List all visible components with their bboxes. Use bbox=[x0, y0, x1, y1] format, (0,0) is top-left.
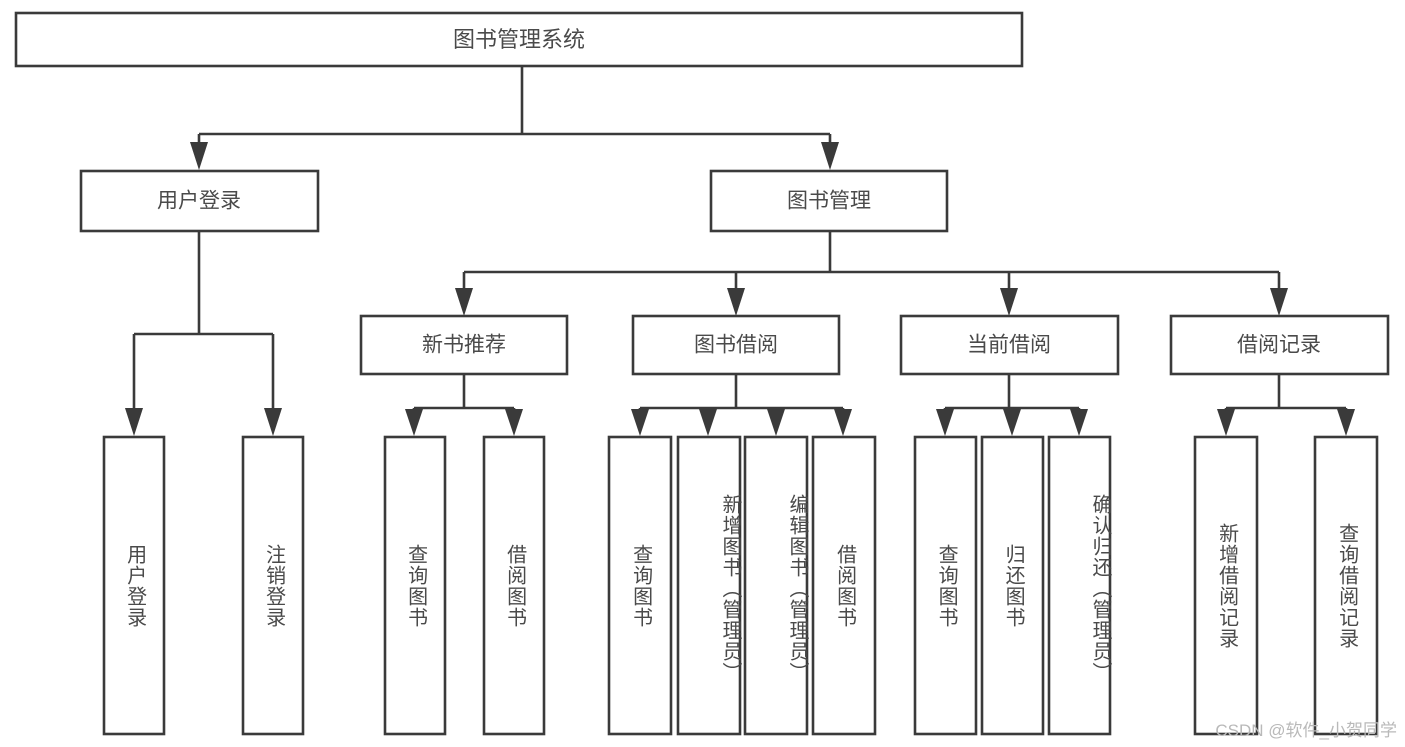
arrowhead-bookmgmt bbox=[821, 142, 839, 170]
arrowhead-borrowrecord-leaf-2 bbox=[1337, 409, 1355, 436]
connector-layer bbox=[125, 66, 1355, 436]
node-user-login[interactable]: 用户登录 bbox=[79, 169, 320, 233]
node-book-management-box[interactable] bbox=[709, 169, 949, 233]
node-current-borrow[interactable]: 当前借阅 bbox=[899, 314, 1120, 376]
leaf-box-query-book-recommend[interactable] bbox=[383, 435, 447, 736]
arrowhead-newbook-leaf-2 bbox=[505, 409, 523, 436]
leaf-box-query-borrow-record[interactable] bbox=[1313, 435, 1379, 736]
arrowhead-borrowrecord-leaf-1 bbox=[1217, 409, 1235, 436]
node-user-login-box[interactable] bbox=[79, 169, 320, 233]
leaf-box-user-login[interactable] bbox=[102, 435, 166, 736]
node-new-book-recommend-label: 新书推荐 bbox=[422, 334, 506, 357]
node-borrow-record[interactable]: 借阅记录 bbox=[1169, 314, 1390, 376]
arrowhead-leaf-user-login bbox=[125, 408, 143, 436]
arrowhead-borrow-record bbox=[1270, 288, 1288, 316]
arrowhead-currentborrow-leaf-3 bbox=[1070, 409, 1088, 436]
arrowhead-newbook-leaf-1 bbox=[405, 409, 423, 436]
node-book-management[interactable]: 图书管理 bbox=[709, 169, 949, 233]
arrowhead-current-borrow bbox=[1000, 288, 1018, 316]
arrowhead-bookborrow-leaf-3 bbox=[767, 409, 785, 436]
arrowhead-bookborrow-leaf-1 bbox=[631, 409, 649, 436]
arrowhead-userlogin bbox=[190, 142, 208, 170]
node-current-borrow-label: 当前借阅 bbox=[967, 334, 1051, 357]
node-borrow-record-box[interactable] bbox=[1169, 314, 1390, 376]
leaf-box-edit-book-admin[interactable] bbox=[743, 435, 809, 736]
arrowhead-currentborrow-leaf-1 bbox=[936, 409, 954, 436]
node-new-book-recommend-box[interactable] bbox=[359, 314, 569, 376]
arrowhead-book-borrow bbox=[727, 288, 745, 316]
node-book-borrow[interactable]: 图书借阅 bbox=[631, 314, 841, 376]
node-root[interactable]: 图书管理系统 bbox=[14, 11, 1024, 68]
node-root-box[interactable] bbox=[14, 11, 1024, 68]
leaf-box-logout[interactable] bbox=[241, 435, 305, 736]
node-book-management-label: 图书管理 bbox=[787, 190, 871, 213]
node-root-label: 图书管理系统 bbox=[453, 27, 585, 52]
leaf-box-query-book-current[interactable] bbox=[913, 435, 978, 736]
arrowhead-currentborrow-leaf-2 bbox=[1003, 409, 1021, 436]
node-current-borrow-box[interactable] bbox=[899, 314, 1120, 376]
leaf-box-query-book-borrow[interactable] bbox=[607, 435, 673, 736]
arrowhead-bookborrow-leaf-4 bbox=[834, 409, 852, 436]
arrowhead-new-book bbox=[455, 288, 473, 316]
arrowhead-leaf-logout bbox=[264, 408, 282, 436]
leaf-box-add-borrow-record[interactable] bbox=[1193, 435, 1259, 736]
leaf-box-borrow-book[interactable] bbox=[811, 435, 877, 736]
leaf-box-borrow-book-recommend[interactable] bbox=[482, 435, 546, 736]
node-borrow-record-label: 借阅记录 bbox=[1237, 334, 1321, 357]
node-book-borrow-box[interactable] bbox=[631, 314, 841, 376]
leaf-box-confirm-return-admin[interactable] bbox=[1047, 435, 1112, 736]
leaf-box-return-book[interactable] bbox=[980, 435, 1045, 736]
leaf-box-add-book-admin[interactable] bbox=[676, 435, 742, 736]
node-user-login-label: 用户登录 bbox=[157, 190, 241, 213]
arrowhead-bookborrow-leaf-2 bbox=[699, 409, 717, 436]
node-book-borrow-label: 图书借阅 bbox=[694, 334, 778, 357]
node-new-book-recommend[interactable]: 新书推荐 bbox=[359, 314, 569, 376]
